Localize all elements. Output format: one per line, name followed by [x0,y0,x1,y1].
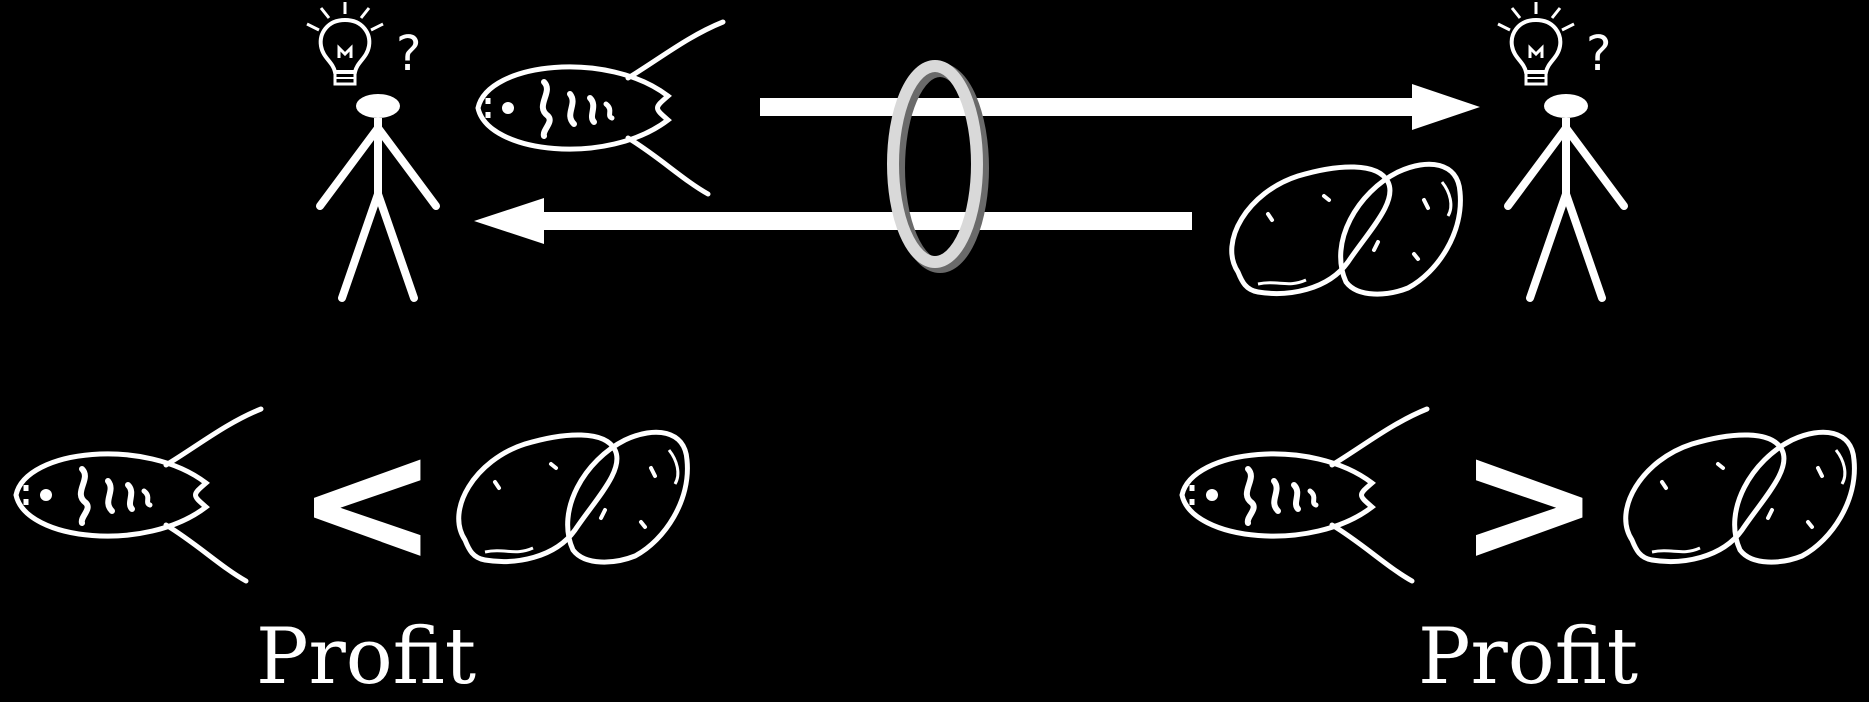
right-question-mark: ? [1586,30,1611,78]
exchange-arrow-icon [474,198,1192,244]
left-question-mark: ? [396,30,421,78]
lightbulb-icon [1498,2,1574,84]
fish-icon [16,409,261,581]
fish-icon [1182,409,1427,581]
potatoes-icon [1626,432,1855,562]
ring-icon [760,66,1060,266]
less-than-operator: < [296,418,438,588]
lightbulb-icon [307,2,383,84]
profit-label-right: Profit [1418,618,1638,696]
profit-label-left: Profit [256,618,476,696]
potatoes-icon [1232,164,1461,294]
person-icon [1508,94,1624,298]
person-icon [320,94,436,298]
greater-than-operator: > [1458,418,1600,588]
potatoes-icon [459,432,688,562]
fish-icon [478,22,723,194]
